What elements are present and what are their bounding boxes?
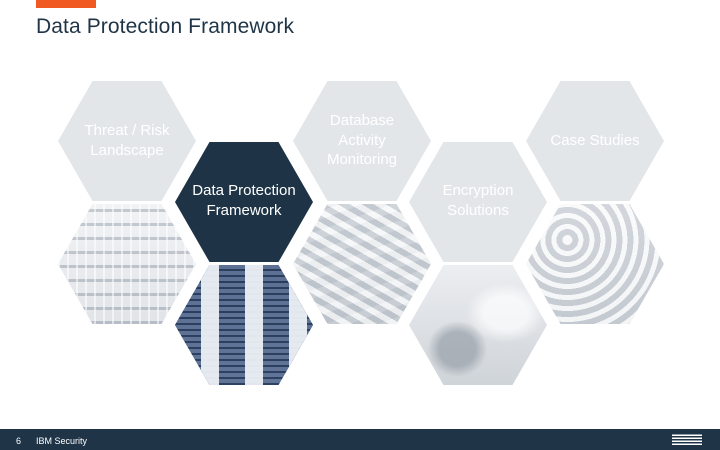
encryption-solutions-label: Encryption Solutions	[442, 182, 514, 219]
hex-threat-risk-landscape[interactable]	[58, 81, 196, 201]
crowd-photo-hex	[293, 204, 431, 324]
page-number: 6	[16, 436, 22, 446]
case-studies-label: Case Studies	[550, 132, 640, 149]
server-photo-hex	[58, 204, 196, 324]
accent-bar	[36, 0, 96, 8]
database-monitoring-label: Database Activity Monitoring	[326, 112, 398, 168]
hex-data-protection-framework[interactable]	[175, 142, 313, 262]
lab-photo-hex	[409, 265, 547, 385]
page-title: Data Protection Framework	[36, 15, 295, 38]
hex-database-activity-monitoring[interactable]	[293, 81, 431, 201]
hex-encryption-solutions[interactable]	[409, 142, 547, 262]
footer-bar	[0, 429, 720, 450]
secure-boxes-photo-hex	[175, 265, 313, 385]
data-protection-framework-label: Data Protection Framework	[192, 182, 296, 219]
footer-brand: IBM Security	[36, 436, 88, 446]
threat-risk-label: Threat / Risk Landscape	[84, 122, 170, 159]
hex-case-studies[interactable]	[526, 81, 664, 201]
chairs-photo-hex	[526, 204, 664, 324]
ibm-logo-icon	[672, 433, 702, 445]
